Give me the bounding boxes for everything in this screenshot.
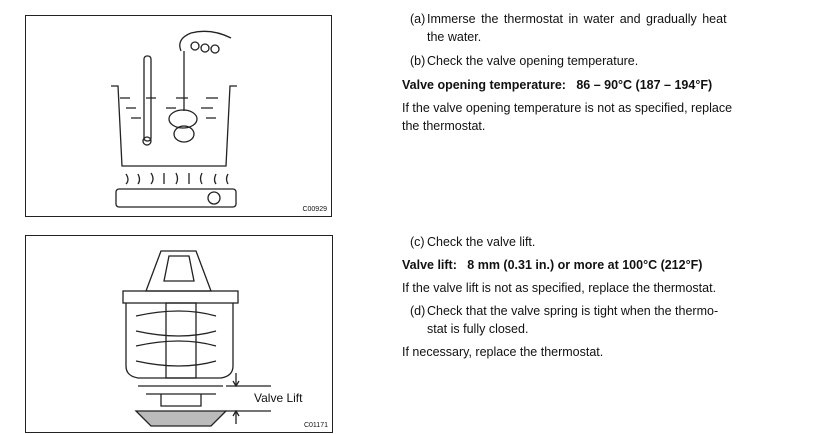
step-a-text: Immerse the thermostat in water and grad… <box>427 12 727 26</box>
figure-thermostat-in-water: C00929 <box>25 15 332 217</box>
step-c-label: (c) <box>410 235 425 249</box>
step-d-text-cont: stat is fully closed. <box>427 322 529 336</box>
step-a-label: (a) <box>410 12 426 26</box>
valve-lift-callout: Valve Lift <box>254 391 303 405</box>
thermostat-heating-illustration <box>111 30 237 208</box>
valve-lift-spec: Valve lift: 8 mm (0.31 in.) or more at 1… <box>402 258 703 272</box>
figure-valve-lift: Valve Lift C01171 <box>25 235 333 433</box>
figure-code: C01171 <box>303 422 328 429</box>
step-b-label: (b) <box>410 54 426 68</box>
note-if-necessary: If necessary, replace the thermostat. <box>402 345 604 359</box>
figure-code: C00929 <box>302 206 327 213</box>
note-valve-lift: If the valve lift is not as specified, r… <box>402 281 717 295</box>
step-d-text: Check that the valve spring is tight whe… <box>427 304 719 318</box>
note-replace-cont: the thermostat. <box>402 119 486 133</box>
thermostat-cross-section-illustration <box>122 250 271 427</box>
step-c-text: Check the valve lift. <box>427 235 536 249</box>
step-b-text: Check the valve opening temperature. <box>427 54 639 68</box>
valve-opening-spec: Valve opening temperature: 86 – 90°C (18… <box>402 78 713 92</box>
step-a-text-cont: the water. <box>427 30 482 44</box>
step-d-label: (d) <box>410 304 426 318</box>
note-replace: If the valve opening temperature is not … <box>402 101 733 115</box>
